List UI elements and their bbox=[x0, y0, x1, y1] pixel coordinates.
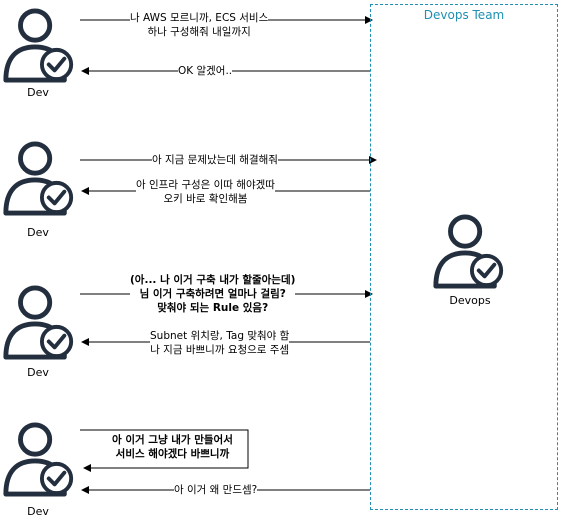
message-1-line-2: 하나 구성해줘 내일까지 bbox=[147, 26, 251, 38]
message-7-line-2: 서비스 해야겠다 바쁘니까 bbox=[115, 448, 230, 460]
devops-team-title: Devops Team bbox=[423, 8, 505, 22]
message-4: 아 인프라 구성은 이따 해야겠따 오키 바로 확인해봄 bbox=[136, 178, 275, 206]
message-8-line-1: 아 이거 왜 만드셈? bbox=[174, 484, 258, 496]
dev-person-icon-4 bbox=[6, 425, 71, 494]
message-1: 나 AWS 모르니까, ECS 서비스 하나 구성해줘 내일까지 bbox=[130, 11, 269, 39]
message-5: (아... 나 이거 구축 내가 할줄아는데) 님 이거 구축하려면 얼마나 걸… bbox=[130, 273, 296, 315]
message-4-line-2: 오키 바로 확인해봄 bbox=[163, 193, 248, 205]
dev-label-4: Dev bbox=[27, 505, 49, 518]
arrow-self-loop bbox=[80, 429, 249, 472]
message-5-line-1: (아... 나 이거 구축 내가 할줄아는데) bbox=[130, 274, 296, 286]
dev-label-3: Dev bbox=[27, 366, 49, 379]
dev-person-icon-3 bbox=[6, 288, 71, 357]
devops-team-boundary: Devops Team bbox=[370, 4, 558, 510]
message-6-line-1: Subnet 위치랑, Tag 맞춰야 함 bbox=[150, 330, 290, 342]
dev-label-1: Dev bbox=[27, 86, 49, 99]
dev-label-2: Dev bbox=[27, 226, 49, 239]
message-1-line-1: 나 AWS 모르니까, ECS 서비스 bbox=[130, 12, 269, 24]
message-2: OK 알겠어.. bbox=[178, 64, 233, 78]
dev-person-icon-1 bbox=[6, 11, 71, 80]
message-7-line-1: 아 이거 그냥 내가 만들어서 bbox=[112, 434, 233, 446]
dev-person-icon-2 bbox=[6, 144, 71, 213]
message-3: 아 지금 문제났는데 해결해줘 bbox=[152, 153, 278, 167]
message-3-line-1: 아 지금 문제났는데 해결해줘 bbox=[152, 154, 278, 166]
message-8: 아 이거 왜 만드셈? bbox=[174, 483, 258, 497]
message-7: 아 이거 그냥 내가 만들어서 서비스 해야겠다 바쁘니까 bbox=[112, 433, 233, 461]
message-2-line-1: OK 알겠어.. bbox=[178, 65, 233, 77]
message-4-line-1: 아 인프라 구성은 이따 해야겠따 bbox=[136, 179, 275, 191]
message-5-line-3: 맞춰야 되는 Rule 있음? bbox=[157, 302, 269, 314]
message-6: Subnet 위치랑, Tag 맞춰야 함 나 지금 바쁘니까 요청으로 주셈 bbox=[150, 329, 290, 357]
message-6-line-2: 나 지금 바쁘니까 요청으로 주셈 bbox=[150, 344, 290, 356]
message-5-line-2: 님 이거 구축하려면 얼마나 걸림? bbox=[139, 288, 286, 300]
devops-label: Devops bbox=[449, 294, 491, 307]
